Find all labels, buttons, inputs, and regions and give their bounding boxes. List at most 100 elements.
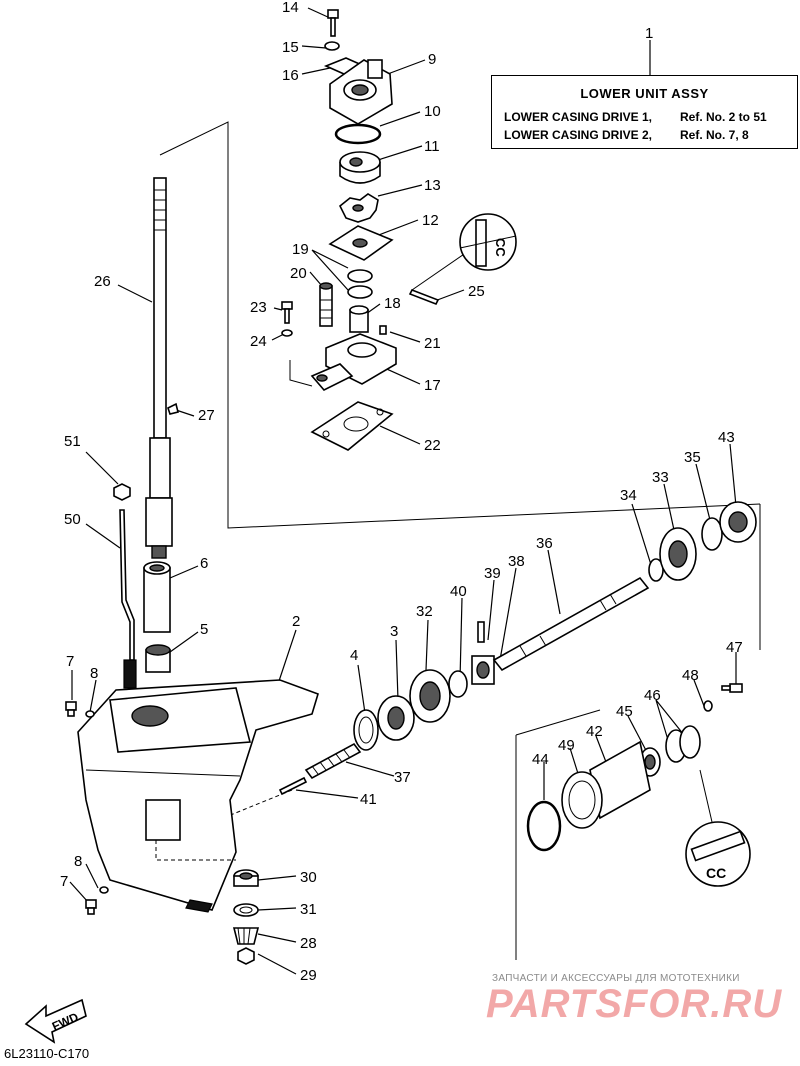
part-29-nut bbox=[237, 947, 255, 965]
part-35-shim bbox=[701, 517, 723, 551]
callout: 47 bbox=[726, 639, 743, 656]
part-24-washer bbox=[281, 329, 293, 337]
water-pump-assembly bbox=[281, 9, 517, 451]
part-39-pin bbox=[477, 621, 485, 643]
callout: 8 bbox=[74, 853, 82, 870]
callout: 5 bbox=[200, 621, 208, 638]
part-2-lower-casing bbox=[77, 679, 319, 913]
part-32-gear bbox=[409, 669, 451, 723]
callout: 28 bbox=[300, 935, 317, 952]
callout: 40 bbox=[450, 583, 467, 600]
callout: 12 bbox=[422, 212, 439, 229]
callout: 14 bbox=[282, 0, 299, 16]
callout: 19 bbox=[292, 241, 309, 258]
part-4-shim bbox=[353, 709, 379, 751]
part-12-outer-plate bbox=[328, 225, 394, 261]
callout: 9 bbox=[428, 51, 436, 68]
callout: 27 bbox=[198, 407, 215, 424]
callout: 17 bbox=[424, 377, 441, 394]
callout: 7 bbox=[60, 873, 68, 890]
callout: 10 bbox=[424, 103, 441, 120]
part-50-shift-rod bbox=[119, 509, 137, 689]
callout: 35 bbox=[684, 449, 701, 466]
callout: 7 bbox=[66, 653, 74, 670]
part-40-shim bbox=[448, 670, 468, 698]
callout: 24 bbox=[250, 333, 267, 350]
part-43-bearing bbox=[719, 501, 757, 543]
callout: 16 bbox=[282, 67, 299, 84]
part-51-nut bbox=[113, 483, 131, 501]
callout: 20 bbox=[290, 265, 307, 282]
part-9-pump-housing bbox=[329, 59, 393, 125]
callout: 36 bbox=[536, 535, 553, 552]
part-23-bolt bbox=[281, 301, 293, 324]
title-box-row-label: LOWER CASING DRIVE 2, bbox=[504, 128, 653, 142]
title-box-row-label: LOWER CASING DRIVE 1, bbox=[504, 110, 653, 124]
part-7-bolt-upper bbox=[65, 701, 77, 717]
callout: 1 bbox=[645, 25, 653, 42]
inset-top-label: CC bbox=[493, 238, 508, 257]
callout: 29 bbox=[300, 967, 317, 984]
inset-detail-bottom bbox=[685, 769, 751, 887]
callout: 42 bbox=[586, 723, 603, 740]
callout: 33 bbox=[652, 469, 669, 486]
title-box-row-ref: Ref. No. 2 to 51 bbox=[680, 110, 767, 124]
part-38-clutch bbox=[471, 655, 495, 685]
part-3-bearing bbox=[377, 695, 415, 741]
callout: 26 bbox=[94, 273, 111, 290]
part-11-cartridge bbox=[339, 151, 381, 184]
callout: 6 bbox=[200, 555, 208, 572]
part-44-o-ring bbox=[526, 800, 562, 852]
callout: 41 bbox=[360, 791, 377, 808]
part-26-drive-shaft bbox=[145, 177, 173, 559]
part-15-washer bbox=[324, 41, 340, 51]
part-8-washer-lower bbox=[99, 886, 109, 894]
callout: 32 bbox=[416, 603, 433, 620]
part-5-bushing bbox=[145, 644, 171, 673]
part-22-gasket bbox=[310, 401, 394, 451]
part-10-o-ring bbox=[334, 123, 382, 145]
part-19-seal-b bbox=[347, 285, 373, 299]
part-47-bolt bbox=[721, 683, 743, 693]
callout: 48 bbox=[682, 667, 699, 684]
callout: 30 bbox=[300, 869, 317, 886]
part-28-pinion bbox=[232, 927, 260, 945]
fwd-arrow: FWD bbox=[24, 998, 87, 1044]
callout: 3 bbox=[390, 623, 398, 640]
part-33-gear bbox=[659, 527, 697, 581]
callout: 18 bbox=[384, 295, 401, 312]
title-box: LOWER UNIT ASSY LOWER CASING DRIVE 1, Re… bbox=[491, 75, 798, 149]
callout: 22 bbox=[424, 437, 441, 454]
callout: 46 bbox=[644, 687, 661, 704]
callout: 38 bbox=[508, 553, 525, 570]
part-18-bushing bbox=[349, 305, 369, 333]
watermark-logo: PARTSFOR.RU bbox=[486, 982, 783, 1026]
part-25-key bbox=[408, 288, 440, 306]
callout: 37 bbox=[394, 769, 411, 786]
part-37-spring bbox=[304, 742, 362, 780]
part-36-propeller-shaft bbox=[492, 576, 650, 672]
part-48-washer bbox=[703, 700, 713, 712]
part-21-pin bbox=[379, 325, 387, 335]
inset-bottom-label: CC bbox=[706, 865, 726, 881]
callout: 25 bbox=[468, 283, 485, 300]
callout: 44 bbox=[532, 751, 549, 768]
callout: 23 bbox=[250, 299, 267, 316]
inset-detail-top bbox=[459, 213, 517, 271]
document-code: 6L23110-C170 bbox=[4, 1046, 90, 1061]
part-14-bolt bbox=[327, 9, 339, 37]
watermark-tagline: ЗАПЧАСТИ И АКСЕССУАРЫ ДЛЯ МОТОТЕХНИКИ bbox=[492, 973, 740, 984]
title-box-row: LOWER CASING DRIVE 2, Ref. No. 7, 8 bbox=[504, 128, 749, 142]
part-46-seals bbox=[665, 725, 701, 763]
callout: 13 bbox=[424, 177, 441, 194]
callout: 8 bbox=[90, 665, 98, 682]
callout: 21 bbox=[424, 335, 441, 352]
part-49-ring bbox=[561, 771, 603, 829]
part-7-bolt-lower bbox=[85, 899, 97, 915]
title-box-heading: LOWER UNIT ASSY bbox=[580, 86, 709, 101]
callout: 49 bbox=[558, 737, 575, 754]
callout: 45 bbox=[616, 703, 633, 720]
part-6-sleeve bbox=[143, 561, 171, 633]
title-box-row: LOWER CASING DRIVE 1, Ref. No. 2 to 51 bbox=[504, 110, 767, 124]
